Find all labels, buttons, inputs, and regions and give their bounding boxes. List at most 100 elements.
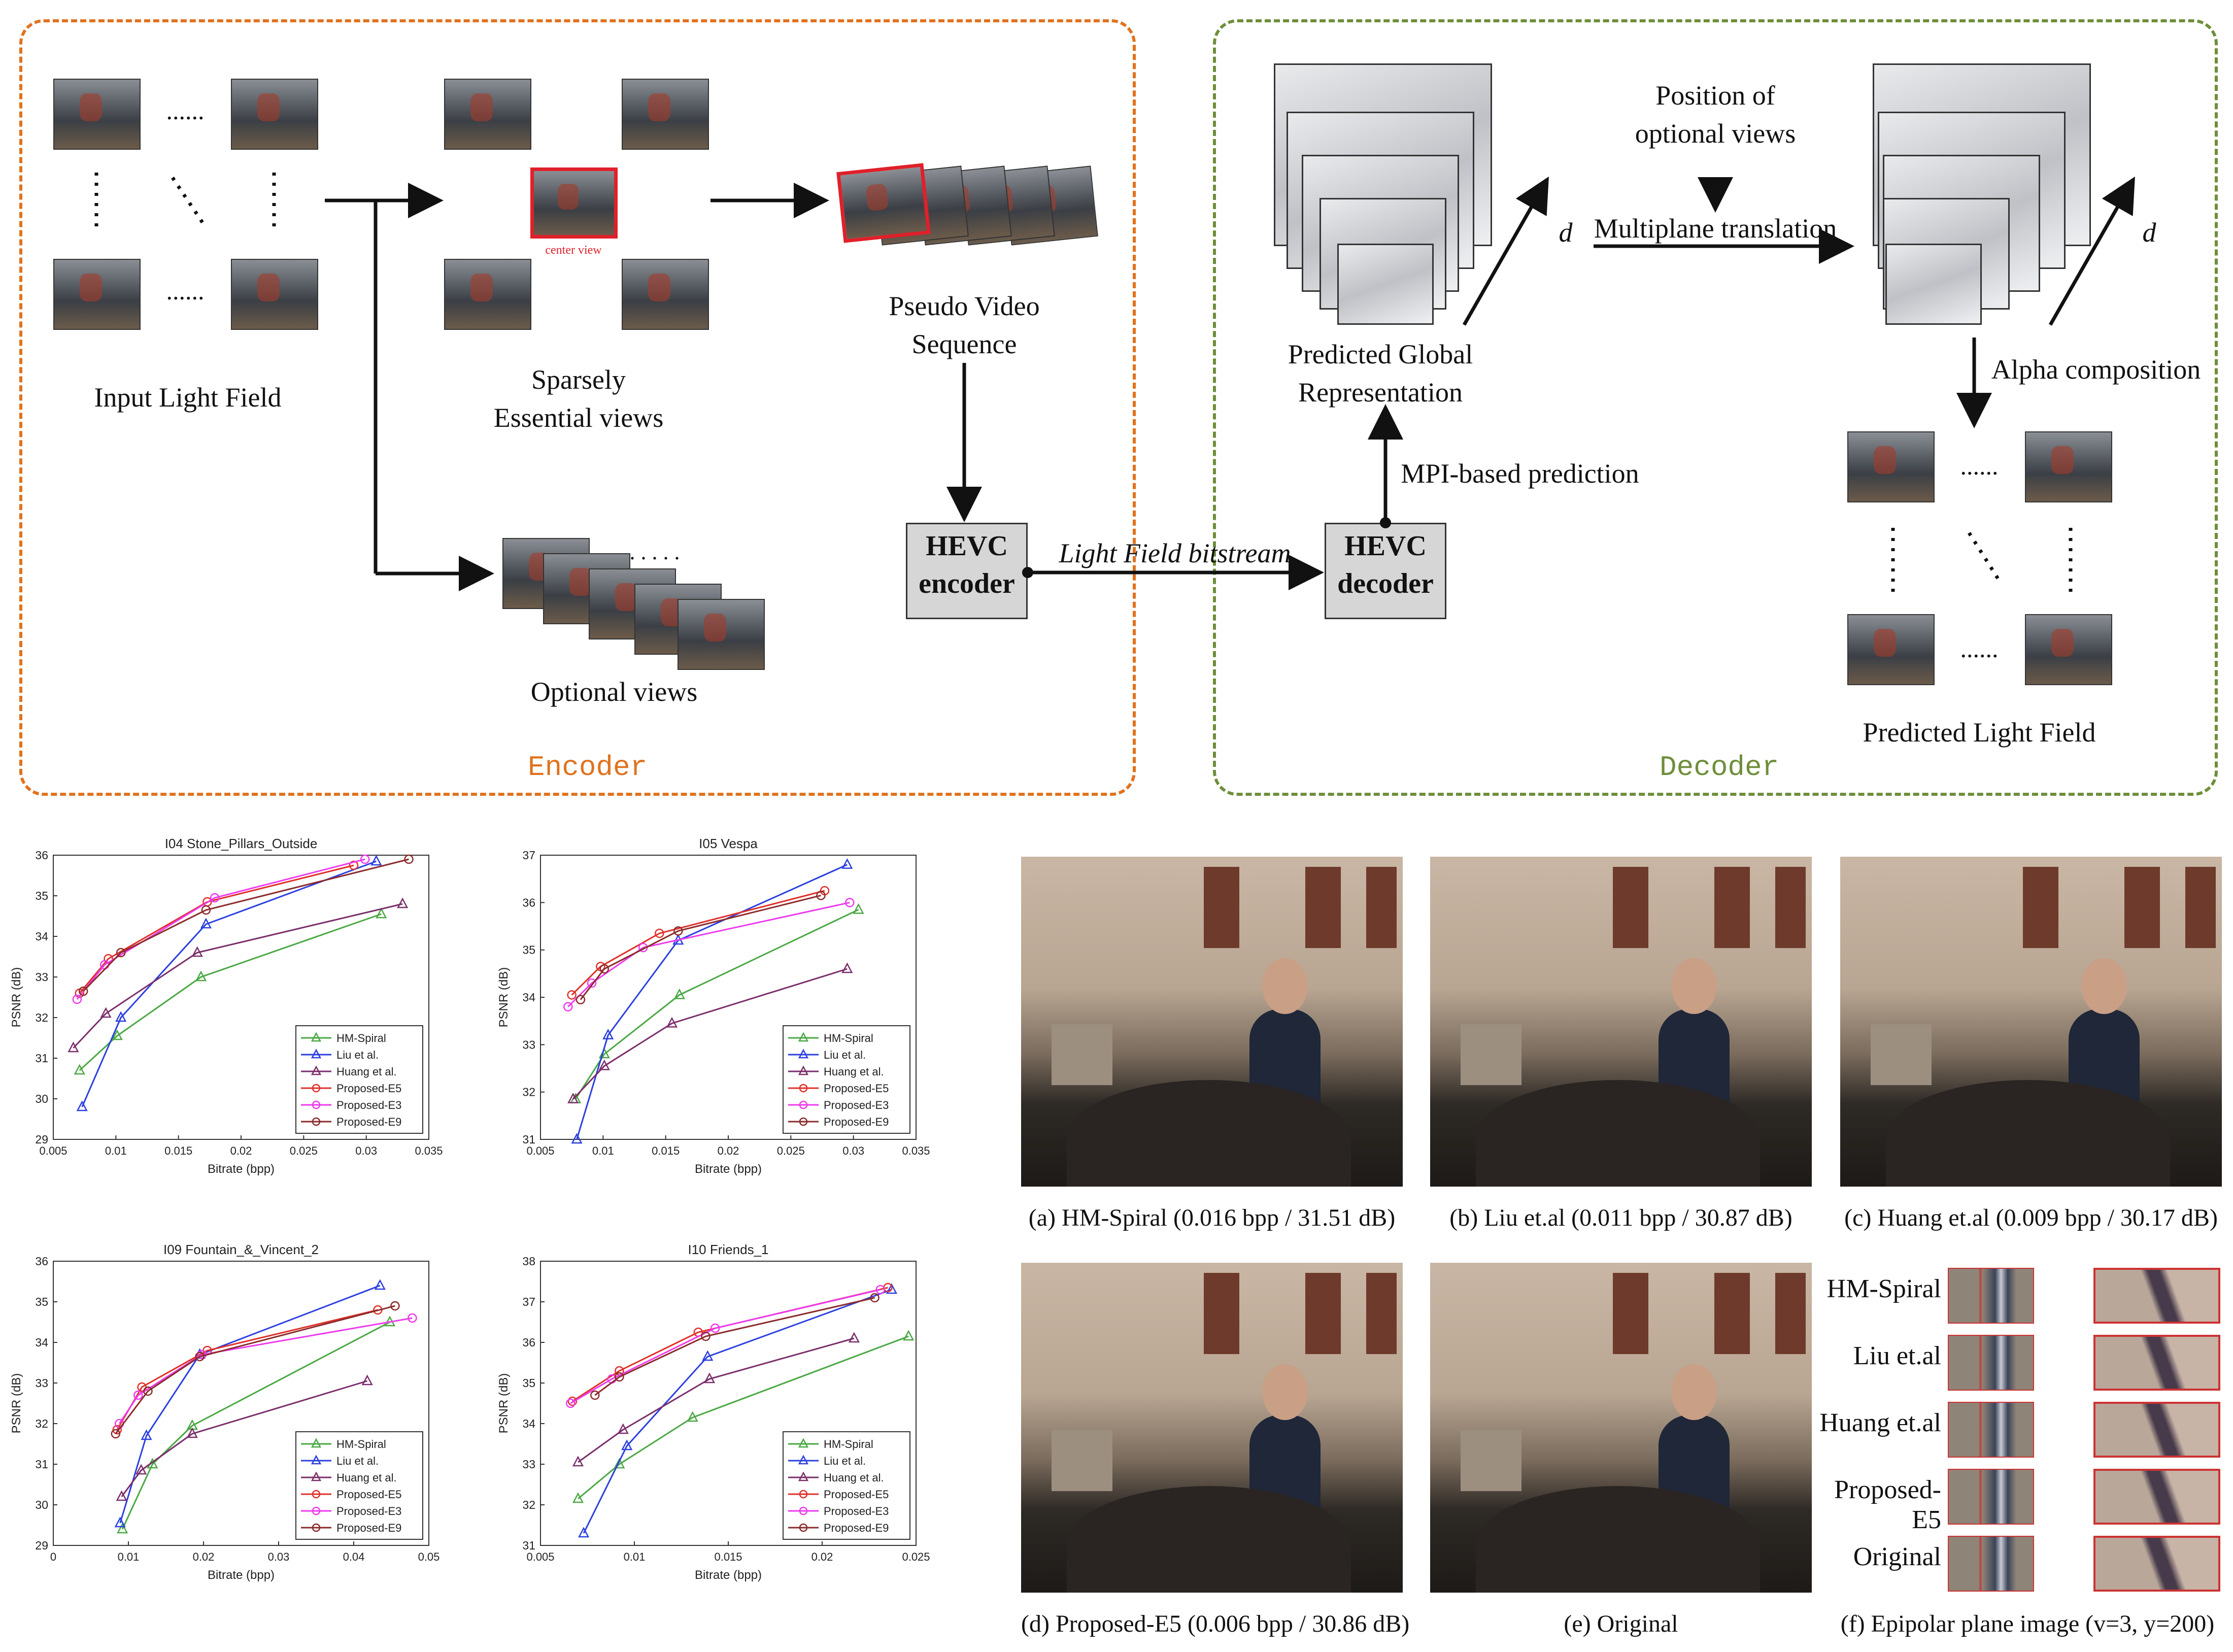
data-point	[195, 1352, 205, 1362]
data-point	[673, 926, 683, 936]
depth-label: d	[2142, 217, 2156, 248]
legend-marker	[311, 1065, 322, 1075]
data-point	[390, 1301, 400, 1311]
legend-box	[783, 1025, 910, 1134]
epi-label: Liu et.al	[1853, 1341, 1941, 1370]
multiplane-label: Multiplane translation	[1594, 213, 1837, 244]
predicted-lf-thumb	[1847, 614, 1935, 685]
legend-marker	[799, 1490, 808, 1499]
data-point	[143, 1386, 153, 1396]
series-line	[567, 901, 850, 1007]
data-point	[567, 1396, 578, 1406]
position-label-2: optional views	[1635, 118, 1796, 149]
data-point	[133, 1390, 143, 1400]
x-tick-label: 0.02	[230, 1144, 252, 1157]
y-tick-label: 29	[35, 1539, 48, 1552]
legend-label: Huang et al.	[336, 1065, 397, 1078]
hevc-decoder-line2: decoder	[1337, 568, 1434, 599]
legend-label: Liu et al.	[824, 1049, 866, 1061]
y-tick-label: 33	[522, 1038, 535, 1051]
legend-label: Proposed-E9	[824, 1116, 889, 1128]
legend-label: Huang et al.	[336, 1471, 397, 1484]
legend-marker	[798, 1455, 809, 1465]
legend-marker	[311, 1032, 322, 1042]
input-light-field-label: Input Light Field	[94, 382, 282, 413]
x-tick-label: 0.035	[415, 1144, 443, 1157]
x-tick-label: 0.035	[902, 1144, 930, 1157]
y-tick-label: 35	[35, 889, 48, 902]
legend-marker	[798, 1065, 809, 1075]
decoder-box	[1213, 19, 2218, 796]
chart-title: I10 Friends_1	[688, 1242, 769, 1257]
x-tick-label: 0.025	[777, 1144, 805, 1157]
y-tick-label: 33	[35, 970, 48, 984]
x-tick-label: 0.025	[290, 1144, 318, 1157]
pseudo-video-label-2: Sequence	[911, 329, 1017, 359]
y-tick-label: 35	[35, 1295, 48, 1308]
hevc-encoder-line2: encoder	[919, 568, 1015, 599]
sparse-view-thumb	[622, 259, 709, 330]
legend-label: HM-Spiral	[336, 1032, 386, 1044]
y-tick-label: 35	[522, 943, 535, 957]
x-tick-label: 0.015	[164, 1144, 192, 1157]
x-tick-label: 0.015	[652, 1144, 680, 1157]
x-tick-label: 0.025	[902, 1550, 930, 1563]
data-point	[710, 1323, 720, 1333]
legend-label: Proposed-E9	[336, 1116, 401, 1128]
depth-label: d	[1559, 217, 1573, 248]
dots: ......	[1960, 452, 1999, 480]
data-point	[117, 1523, 128, 1534]
sparse-views-label-1: Sparsely	[531, 364, 626, 395]
data-point	[567, 1092, 579, 1103]
caption-c: (c) Huang et.al (0.009 bpp / 30.17 dB)	[1844, 1204, 2218, 1231]
x-tick-label: 0.01	[105, 1144, 127, 1157]
y-tick-label: 36	[35, 1255, 48, 1268]
data-point	[687, 1411, 698, 1422]
data-point	[141, 1429, 152, 1440]
epi-strip	[1948, 1268, 2034, 1324]
caption-e: (e) Original	[1564, 1610, 1678, 1637]
data-point	[370, 855, 382, 866]
legend-marker	[799, 1506, 808, 1515]
data-point	[875, 1285, 885, 1295]
epi-zoom	[2093, 1536, 2220, 1592]
mpi-prediction-label: MPI-based prediction	[1401, 458, 1639, 489]
legend-marker	[798, 1032, 809, 1042]
data-point	[563, 1002, 573, 1012]
data-point	[210, 893, 220, 903]
data-point	[599, 964, 610, 974]
data-point	[186, 1427, 198, 1438]
data-point	[903, 1330, 915, 1341]
epi-label: Proposed-E5	[1834, 1475, 1941, 1534]
sparse-views-label-2: Essential views	[493, 402, 664, 433]
legend-marker	[312, 1117, 321, 1126]
predicted-lf-thumb	[2025, 431, 2112, 502]
alpha-label: Alpha composition	[1991, 354, 2201, 385]
y-tick-label: 30	[35, 1092, 48, 1105]
y-tick-label: 37	[522, 1295, 535, 1308]
series-line	[578, 1337, 855, 1463]
x-tick-label: 0.02	[811, 1550, 833, 1563]
legend-marker	[799, 1084, 808, 1093]
photo-hm-spiral	[1021, 857, 1403, 1187]
y-axis-label: PSNR (dB)	[10, 1373, 23, 1434]
data-point	[816, 891, 826, 900]
series-line	[571, 890, 825, 996]
epi-strip	[1948, 1536, 2034, 1592]
chart-title: I04 Stone_Pillars_Outside	[165, 836, 318, 851]
data-point	[201, 905, 211, 915]
legend-label: Proposed-E3	[824, 1099, 889, 1111]
y-tick-label: 32	[522, 1086, 535, 1099]
epi-zoom	[2093, 1268, 2220, 1324]
data-point	[572, 1492, 584, 1503]
series-line	[570, 1289, 881, 1404]
y-tick-label: 31	[522, 1539, 535, 1552]
caption-b: (b) Liu et.al (0.011 bpp / 30.87 dB)	[1449, 1204, 1792, 1231]
data-point	[115, 1011, 127, 1022]
data-point	[191, 946, 203, 957]
hevc-encoder-line1: HEVC	[926, 530, 1008, 562]
data-point	[572, 1456, 584, 1467]
